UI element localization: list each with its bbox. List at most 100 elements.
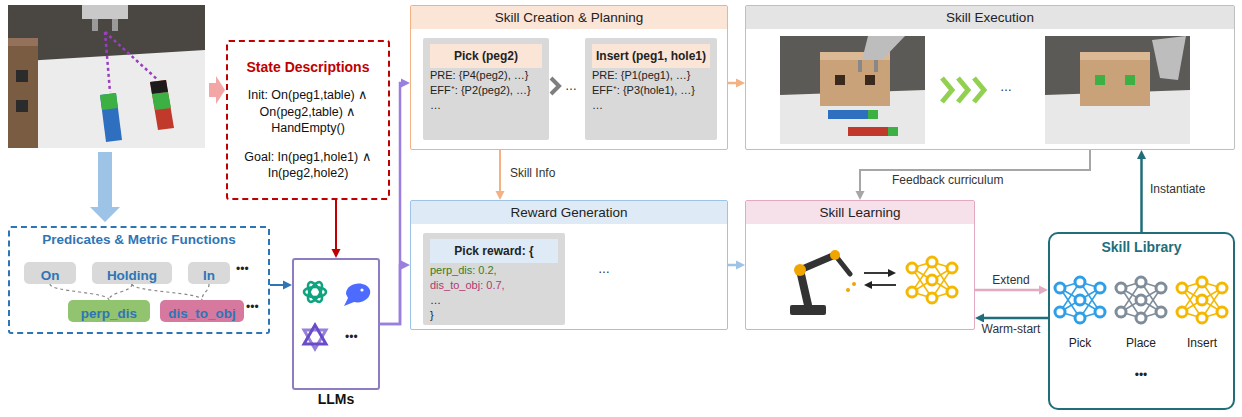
label-text: Pick — [1069, 336, 1092, 350]
flow-arrow — [209, 76, 225, 104]
panel: Reward GenerationPick reward: {perp_dis:… — [410, 200, 728, 330]
connector-line — [109, 284, 132, 300]
network-icon — [1177, 277, 1227, 323]
arrowhead — [1039, 286, 1048, 295]
edge-label: Warm-start — [980, 322, 1043, 336]
connector-line — [270, 284, 283, 286]
node-title: On — [41, 264, 60, 283]
node-title: Skill Library — [1050, 234, 1233, 255]
predicate-pill: In — [188, 262, 230, 284]
connector — [728, 79, 745, 88]
connector-line — [202, 284, 209, 300]
arrowhead — [401, 79, 410, 88]
node-title: dis_to_obj — [168, 302, 236, 321]
node-text: … — [592, 98, 710, 113]
connector — [270, 281, 292, 290]
connector-line — [975, 289, 1039, 292]
connector — [332, 200, 341, 258]
node-title: Reward Generation — [411, 201, 727, 224]
library-box: Skill Library — [1048, 232, 1235, 410]
panel: Skill Execution — [745, 5, 1235, 150]
edge-label: Extend — [990, 273, 1031, 287]
node-title: Skill Learning — [746, 201, 974, 224]
skill-card: Insert (peg1, hole1)PRE: {P1(peg1), …}EF… — [585, 38, 717, 140]
label-text: Insert — [1187, 336, 1217, 350]
label-text: ••• — [236, 262, 249, 276]
arrowhead — [736, 261, 745, 270]
arrowhead — [496, 191, 505, 200]
connector-line — [728, 82, 736, 85]
label-text: ••• — [246, 300, 259, 314]
label-text: … — [598, 262, 610, 276]
node-text: EFF⁺: {P3(hole1), …} — [592, 83, 710, 98]
node-title: Pick reward: { — [430, 239, 558, 263]
connector-line — [380, 265, 401, 324]
connector — [109, 284, 132, 300]
arrowhead — [332, 249, 341, 258]
label-text: ••• — [345, 330, 358, 344]
connector — [380, 79, 410, 325]
node-title: Skill Execution — [746, 6, 1234, 29]
connector-line — [499, 150, 501, 191]
connector-line — [984, 317, 1048, 320]
arrowhead — [736, 79, 745, 88]
network-icon — [1116, 277, 1166, 323]
label-text: … — [1000, 80, 1012, 94]
connector-line — [860, 150, 1090, 191]
label-text: Place — [1126, 336, 1156, 350]
node-title: Insert (peg1, hole1) — [592, 44, 710, 68]
panel: Skill Creation & PlanningPick (peg2)PRE:… — [410, 5, 728, 150]
llm-box: LLMs — [292, 258, 380, 390]
node-text: … — [430, 98, 542, 113]
node-text: … — [430, 293, 558, 308]
connector-line — [1140, 159, 1143, 232]
connector-line — [50, 284, 109, 300]
connector — [132, 284, 202, 300]
connector — [50, 284, 109, 300]
predicate-pill: Holding — [92, 262, 172, 284]
arrowhead — [856, 191, 865, 200]
connector — [496, 150, 505, 200]
edge-label: Feedback curriculum — [890, 173, 1005, 187]
predicate-pill: On — [24, 262, 76, 284]
node-text: EFF⁺: {P2(peg2), …} — [430, 83, 542, 98]
node-text: } — [430, 308, 558, 323]
node-title: Holding — [107, 264, 157, 283]
arrowhead — [283, 281, 292, 290]
edge-label: Skill Info — [508, 166, 557, 180]
panel: Skill Learning — [745, 200, 975, 330]
metric-pill: dis_to_obj — [160, 300, 244, 322]
label-text: ••• — [1135, 368, 1148, 382]
scene-image — [8, 5, 205, 148]
skill-card: Pick (peg2)PRE: {P4(peg2), …}EFF⁺: {P2(p… — [423, 38, 549, 140]
connector-line — [335, 200, 337, 249]
node-text: Init: On(peg1,table) ∧ On(peg2,table) ∧ … — [234, 87, 382, 136]
exchange-arrows — [864, 269, 896, 289]
robot-arm-icon — [790, 250, 856, 315]
node-title: State Descriptions — [247, 59, 370, 75]
llm-logos — [304, 280, 370, 349]
node-text: dis_to_obj: 0.7, — [430, 278, 558, 293]
node-title: Pick (peg2) — [430, 44, 542, 68]
connector-line — [132, 284, 202, 300]
connector-line — [728, 264, 736, 267]
connector-line — [380, 83, 401, 324]
execution-image — [780, 36, 925, 144]
edge-label: Instantiate — [1148, 182, 1207, 196]
flow-arrow — [90, 152, 120, 222]
predicate-box: Predicates & Metric FunctionsOnHoldingIn… — [8, 226, 270, 334]
node-title: In — [203, 264, 215, 283]
execution-image — [1045, 36, 1190, 144]
node-text: Goal: In(peg1,hole1) ∧ In(peg2,hole2) — [234, 149, 382, 182]
node-title: Skill Creation & Planning — [411, 6, 727, 29]
arrowhead — [1137, 150, 1146, 159]
node-title: perp_dis — [81, 302, 137, 321]
node-text: PRE: {P4(peg2), …} — [430, 68, 542, 83]
arrowhead — [401, 261, 410, 270]
progress-chevrons — [942, 78, 984, 102]
label-text: … — [565, 79, 577, 93]
connector — [856, 150, 1091, 200]
node-text: PRE: {P1(peg1), …} — [592, 68, 710, 83]
connector — [380, 261, 410, 325]
chevron — [551, 78, 559, 94]
